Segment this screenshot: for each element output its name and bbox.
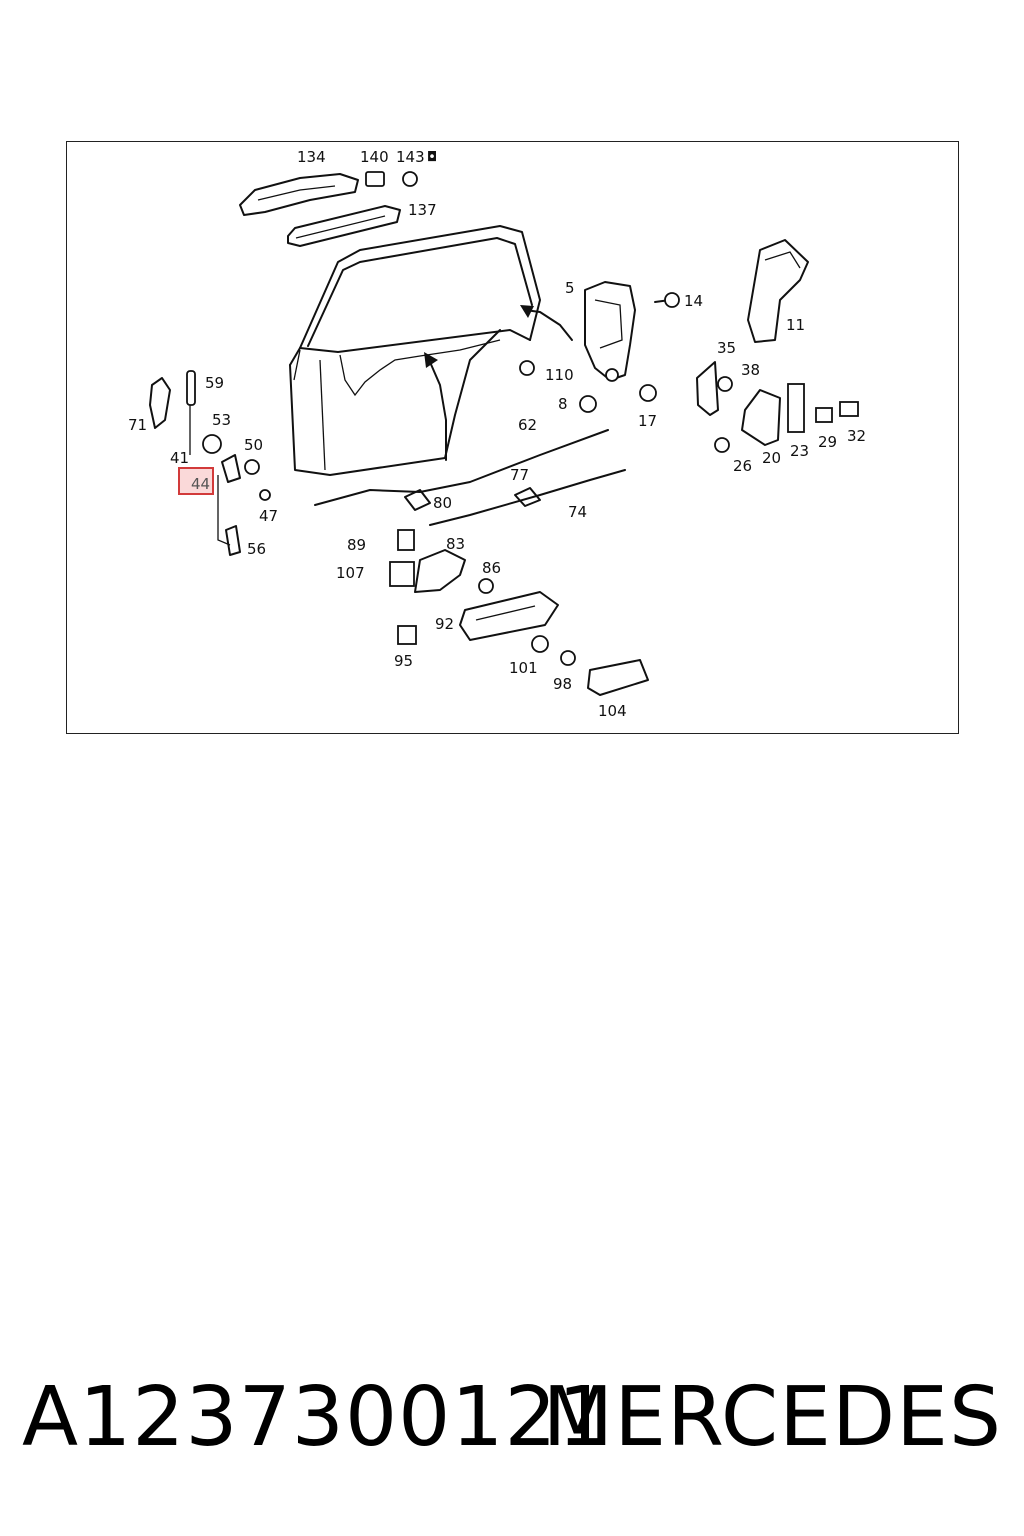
- label-53: 53: [212, 411, 231, 429]
- label-5: 5: [565, 279, 575, 297]
- label-32: 32: [847, 427, 866, 445]
- label-86: 86: [482, 559, 501, 577]
- label-35: 35: [717, 339, 736, 357]
- label-20: 20: [762, 449, 781, 467]
- label-26: 26: [733, 457, 752, 475]
- striker-assembly: [696, 361, 859, 453]
- label-95: 95: [394, 652, 413, 670]
- left-small-parts: [149, 370, 271, 556]
- label-140: 140: [360, 148, 389, 166]
- footer: A1237300121 MERCEDES: [0, 1370, 1024, 1470]
- label-104: 104: [598, 702, 627, 720]
- part-number: A1237300121: [22, 1370, 611, 1465]
- diagram-frame: [66, 141, 959, 734]
- bracket-11: [747, 239, 809, 343]
- label-23: 23: [790, 442, 809, 460]
- linkage-rods: [189, 385, 626, 546]
- label-110: 110: [545, 366, 574, 384]
- label-137: 137: [408, 201, 437, 219]
- parts-diagram: 134 140 143 ◘ 137 5 14 11 110 8 17 35 38…: [128, 148, 866, 720]
- label-74: 74: [568, 503, 587, 521]
- label-89: 89: [347, 536, 366, 554]
- label-14: 14: [684, 292, 703, 310]
- door-shell: [289, 225, 573, 476]
- label-38: 38: [741, 361, 760, 379]
- label-107: 107: [336, 564, 365, 582]
- label-83: 83: [446, 535, 465, 553]
- label-98: 98: [553, 675, 572, 693]
- label-56: 56: [247, 540, 266, 558]
- label-92: 92: [435, 615, 454, 633]
- highlighted-part-box[interactable]: [178, 467, 214, 495]
- label-134: 134: [297, 148, 326, 166]
- label-101: 101: [509, 659, 538, 677]
- label-71: 71: [128, 416, 147, 434]
- variant-marker: ◘: [427, 150, 437, 165]
- label-8: 8: [558, 395, 568, 413]
- label-47: 47: [259, 507, 278, 525]
- label-29: 29: [818, 433, 837, 451]
- label-77: 77: [510, 466, 529, 484]
- label-143: 143: [396, 148, 425, 166]
- middle-small-parts: [404, 360, 657, 511]
- label-44: 44: [191, 475, 211, 493]
- door-lock: [584, 281, 680, 382]
- brand-name: MERCEDES: [542, 1370, 1002, 1465]
- outer-handle: [239, 171, 418, 247]
- label-80: 80: [433, 494, 452, 512]
- label-62: 62: [518, 416, 537, 434]
- label-17: 17: [638, 412, 657, 430]
- label-50: 50: [244, 436, 263, 454]
- label-59: 59: [205, 374, 224, 392]
- inner-handle-parts: [389, 529, 649, 696]
- label-11: 11: [786, 316, 805, 334]
- label-41: 41: [170, 449, 189, 467]
